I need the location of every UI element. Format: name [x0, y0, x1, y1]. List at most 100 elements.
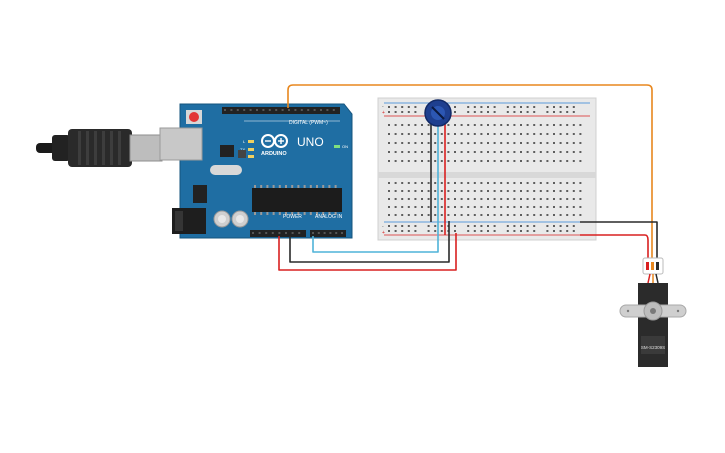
signal-wire-orange[interactable]	[287, 84, 653, 262]
power-label: POWER	[283, 214, 302, 220]
potentiometer[interactable]	[424, 99, 452, 127]
header-pin	[249, 109, 252, 111]
usb-chip	[220, 145, 234, 157]
breadboard-hole	[500, 133, 503, 135]
breadboard-hole	[520, 124, 522, 126]
breadboard-hole	[434, 206, 437, 208]
reset-button[interactable]	[189, 112, 199, 122]
breadboard-hole	[388, 142, 390, 144]
arduino-uno-board[interactable]: DIGITAL (PWM~) L TX RX ON ARDUINO UNO	[159, 103, 353, 239]
usb-cable[interactable]	[36, 129, 163, 167]
rail-hole	[454, 106, 456, 108]
breadboard-hole	[434, 182, 437, 184]
atmega-chip	[252, 188, 342, 212]
rail-hole	[566, 106, 569, 108]
power-wire-5v[interactable]	[278, 233, 457, 271]
servo-motor[interactable]: SM-S2309S	[619, 257, 687, 367]
breadboard-hole	[539, 182, 542, 184]
rail-hole	[401, 106, 404, 108]
rail-hole	[487, 230, 489, 232]
breadboard-hole	[579, 206, 582, 208]
rail-hole	[566, 225, 569, 227]
rail-hole	[533, 106, 536, 108]
usb-connector-body	[68, 129, 132, 167]
breadboard-hole	[539, 151, 542, 153]
breadboard-hole	[572, 142, 575, 144]
breadboard-hole	[520, 160, 522, 162]
breadboard-hole	[572, 160, 575, 162]
breadboard-hole	[526, 124, 529, 126]
breadboard-hole	[421, 182, 423, 184]
breadboard-hole	[414, 198, 417, 200]
breadboard-hole	[467, 182, 470, 184]
breadboard-hole	[579, 124, 582, 126]
analog-header[interactable]	[310, 230, 346, 237]
breadboard-hole	[447, 160, 450, 162]
breadboard-hole	[447, 124, 450, 126]
servo-lead-red	[647, 273, 651, 284]
breadboard-hole	[480, 133, 483, 135]
breadboard-hole	[487, 142, 489, 144]
breadboard-hole	[454, 124, 456, 126]
breadboard-hole	[414, 206, 417, 208]
breadboard-hole	[493, 124, 496, 126]
breadboard-hole	[553, 182, 555, 184]
breadboard-hole	[394, 133, 397, 135]
breadboard-hole	[572, 206, 575, 208]
breadboard-hole	[506, 124, 509, 126]
header-pin	[275, 109, 278, 111]
breadboard-hole	[394, 182, 397, 184]
breadboard-hole	[414, 182, 417, 184]
ground-wire[interactable]	[289, 221, 450, 263]
rail-hole	[520, 106, 522, 108]
breadboard-hole	[579, 198, 582, 200]
breadboard-hole	[506, 151, 509, 153]
breadboard-hole	[427, 142, 430, 144]
rail-hole	[394, 111, 397, 113]
voltage-regulator	[193, 185, 207, 203]
rx-led	[248, 155, 254, 158]
breadboard-hole	[407, 190, 410, 192]
breadboard-hole	[401, 142, 404, 144]
power-header[interactable]	[250, 230, 306, 237]
breadboard-hole	[513, 133, 516, 135]
breadboard-hole	[500, 190, 503, 192]
servo-power-wire[interactable]	[580, 234, 649, 262]
breadboard-hole	[553, 206, 555, 208]
breadboard-hole	[559, 160, 562, 162]
breadboard-hole	[487, 124, 489, 126]
breadboard-hole	[506, 206, 509, 208]
chip-leg	[334, 185, 337, 188]
rail-hole	[388, 225, 390, 227]
breadboard-hole	[500, 160, 503, 162]
breadboard-hole	[506, 190, 509, 192]
servo-ground-wire[interactable]	[580, 221, 658, 262]
rail-plus-label-bottom: +	[382, 230, 385, 236]
rail-hole	[559, 111, 562, 113]
rail-hole	[487, 225, 489, 227]
breadboard-hole	[526, 133, 529, 135]
chip-leg	[297, 212, 300, 215]
breadboard-hole	[460, 182, 463, 184]
digital-header[interactable]	[222, 107, 340, 114]
breadboard-hole	[572, 198, 575, 200]
breadboard-hole	[421, 214, 423, 216]
breadboard-hole	[513, 151, 516, 153]
capacitor-1-top	[218, 215, 226, 223]
breadboard-hole	[388, 198, 390, 200]
usb-b-port[interactable]	[159, 127, 203, 161]
analog-wire-a0[interactable]	[312, 160, 439, 253]
servo-connector-pin-red	[646, 262, 649, 270]
breadboard-hole	[572, 214, 575, 216]
rail-hole	[520, 111, 522, 113]
breadboard-hole	[467, 198, 470, 200]
breadboard-hole	[513, 190, 516, 192]
servo-label-plate	[641, 336, 665, 354]
breadboard-hole	[546, 133, 549, 135]
breadboard-hole	[447, 198, 450, 200]
breadboard[interactable]: - + - +	[377, 97, 597, 241]
rail-hole	[526, 111, 529, 113]
potentiometer-slot-icon	[431, 106, 445, 120]
chip-leg	[309, 185, 312, 188]
